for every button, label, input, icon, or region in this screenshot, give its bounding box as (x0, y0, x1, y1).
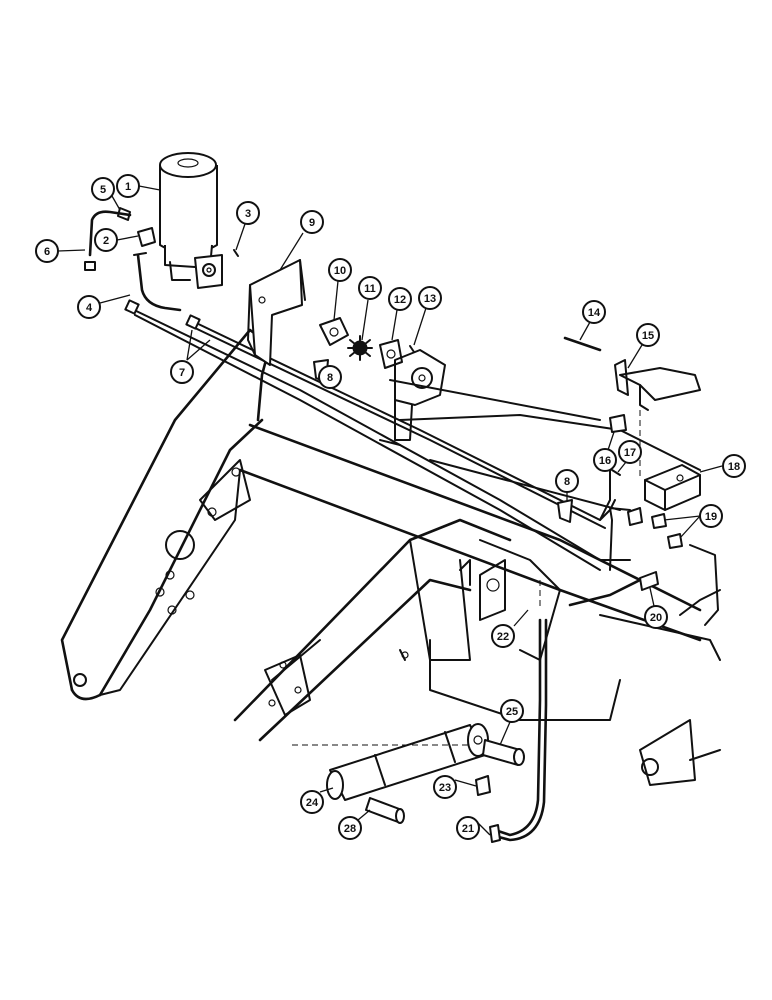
valve-fittings (627, 507, 683, 549)
hose-fitting (639, 571, 659, 591)
callout-label: 18 (728, 461, 740, 473)
arm-mid-hole (165, 530, 195, 560)
filter-canister (159, 152, 223, 289)
callout-label: 20 (650, 612, 662, 624)
hose-assembly (84, 207, 182, 312)
callout-17: 17 (617, 440, 642, 473)
callout-label: 11 (364, 283, 376, 295)
callout-14: 14 (579, 300, 606, 341)
callout-label: 7 (179, 367, 185, 379)
pump-mount (394, 349, 446, 441)
callout-label: 5 (100, 184, 106, 196)
hydraulic-tubes (124, 299, 719, 626)
screw (233, 249, 239, 257)
elbow-fitting (475, 775, 491, 796)
callout-label: 16 (599, 455, 611, 467)
pedal-bracket (614, 359, 701, 411)
callout-label: 14 (588, 307, 601, 319)
callout-label: 24 (306, 797, 319, 809)
callout-label: 19 (705, 511, 717, 523)
callout-label: 12 (394, 294, 406, 306)
coupling-hub (319, 317, 349, 346)
callout-10: 10 (328, 258, 352, 321)
pedal-rod (563, 336, 602, 352)
callout-label: 2 (103, 235, 109, 247)
callout-11: 11 (358, 276, 382, 341)
callout-15: 15 (627, 323, 660, 369)
callout-8-lower: 8 (555, 469, 579, 502)
callout-label: 3 (245, 208, 251, 220)
small-pin (611, 469, 621, 476)
callout-label: 9 (309, 217, 315, 229)
callout-label: 1 (125, 181, 131, 193)
callout-label: 6 (44, 246, 50, 258)
callout-label: 13 (424, 293, 436, 305)
callout-23: 23 (433, 775, 477, 799)
callout-28: 28 (338, 809, 371, 840)
screw (409, 345, 415, 353)
callout-label: 8 (564, 476, 570, 488)
callout-13: 13 (413, 286, 442, 346)
callout-3: 3 (235, 201, 260, 251)
callout-label: 4 (86, 302, 93, 314)
cylinder-pin (482, 739, 525, 766)
coupling-spider (347, 335, 373, 361)
assembly-guide-lines (292, 410, 641, 746)
control-valve (644, 464, 701, 511)
arm-pivot-hole (73, 673, 87, 687)
callout-label: 17 (624, 447, 636, 459)
shim-plate (557, 499, 573, 523)
right-loader-arm (233, 518, 621, 742)
small-clip (609, 414, 627, 433)
callout-22: 22 (491, 609, 529, 648)
callout-5: 5 (91, 177, 121, 211)
callout-16: 16 (593, 431, 617, 472)
callout-label: 22 (497, 631, 509, 643)
callout-8-upper: 8 (318, 365, 342, 389)
coupling-flange (379, 339, 403, 369)
callout-label: 23 (439, 782, 451, 794)
callout-24: 24 (300, 787, 334, 814)
callout-9: 9 (279, 210, 324, 271)
callout-label: 8 (327, 372, 333, 384)
callout-label: 21 (462, 823, 474, 835)
callout-label: 25 (506, 706, 518, 718)
callout-19: 19 (663, 504, 723, 539)
callout-label: 15 (642, 330, 654, 342)
lower-hose (489, 578, 642, 843)
callout-2: 2 (94, 228, 139, 252)
left-loader-arm (60, 328, 272, 701)
elbow-fitting (137, 227, 156, 247)
mounting-bracket (247, 259, 306, 366)
callout-21: 21 (456, 816, 491, 840)
callout-6: 6 (35, 239, 86, 263)
callout-label: 10 (334, 265, 346, 277)
callout-12: 12 (388, 287, 412, 341)
callout-label: 28 (344, 823, 356, 835)
callout-1: 1 (116, 174, 161, 198)
cylinder-pin (365, 797, 405, 824)
callout-18: 18 (699, 454, 746, 478)
callout-7: 7 (170, 329, 211, 384)
right-frame-end (639, 719, 721, 786)
callout-20: 20 (644, 587, 668, 629)
callout-4: 4 (77, 294, 131, 319)
hydraulic-cylinder (326, 723, 489, 801)
callout-25: 25 (499, 699, 524, 746)
